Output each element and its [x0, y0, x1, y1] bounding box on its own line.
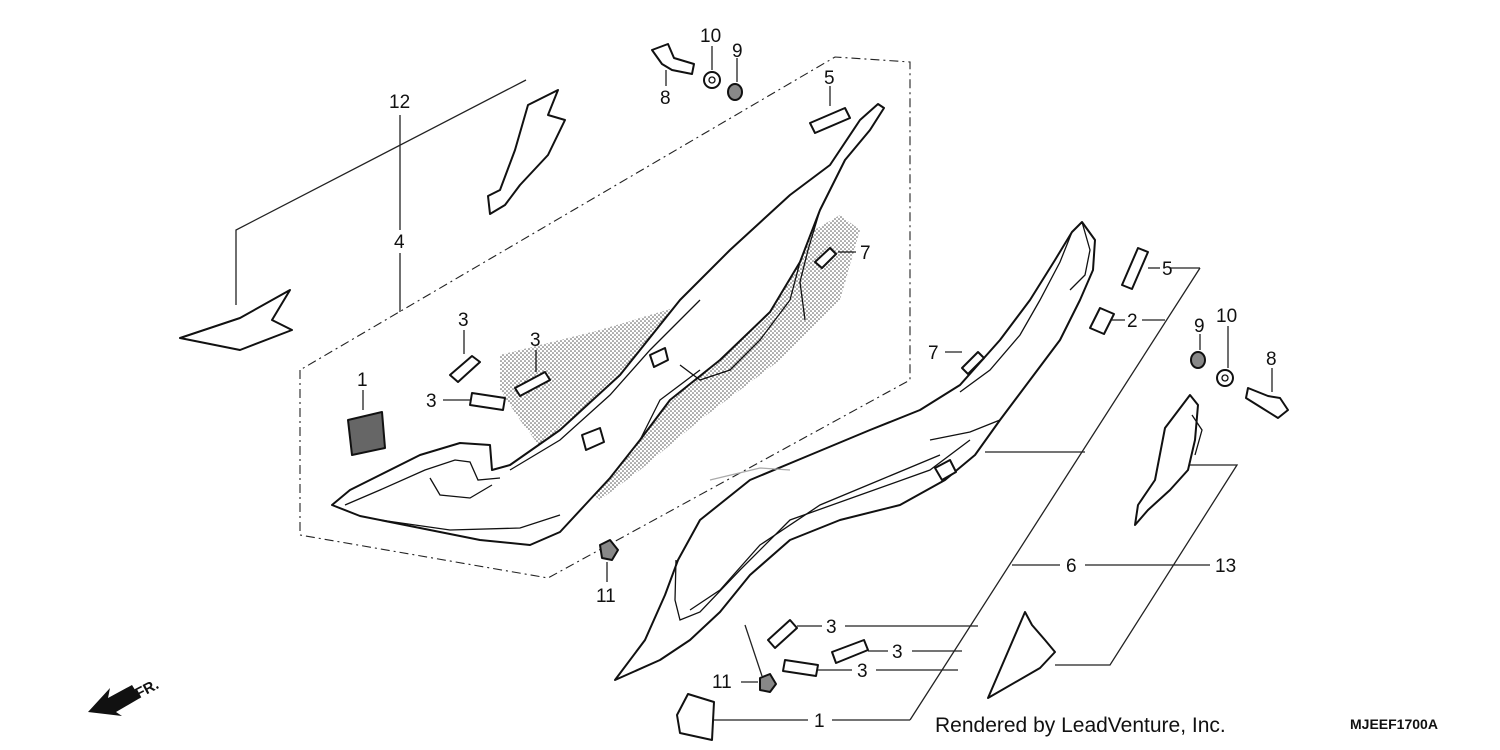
callout-3-a: 3	[458, 310, 469, 331]
callout-9-right: 9	[1194, 316, 1205, 337]
pad-3a	[449, 355, 481, 383]
bolt-8-right	[1245, 387, 1289, 419]
left-side-cover	[331, 103, 885, 546]
diagram-code: MJEEF1700A	[1350, 716, 1438, 732]
washer-10-right	[1216, 369, 1234, 387]
pad-3d	[767, 619, 798, 649]
callout-1-bottom: 1	[814, 711, 825, 732]
grille-emblem-left	[347, 411, 386, 456]
front-arrow: FR.	[88, 676, 162, 716]
right-assembly	[614, 221, 1289, 741]
cover-clip-a	[581, 427, 605, 451]
callout-7-left: 7	[860, 243, 871, 264]
callout-12: 12	[389, 92, 410, 113]
callout-3-b: 3	[530, 330, 541, 351]
callout-11-left: 11	[712, 672, 732, 693]
bolt-8-top	[651, 43, 695, 75]
emblem-1-bottom	[676, 693, 715, 741]
callout-3-e: 3	[892, 642, 903, 663]
left-assembly	[179, 43, 911, 582]
washer-10-top	[703, 71, 721, 89]
decal-13-lower	[987, 611, 1056, 699]
pad-2	[1089, 307, 1115, 335]
left-group-outline	[299, 56, 911, 579]
nut-11-left	[599, 539, 619, 561]
callout-9-top: 9	[732, 41, 743, 62]
callout-3-c: 3	[426, 391, 437, 412]
callout-5-right: 5	[1162, 259, 1173, 280]
clip-7-right	[961, 351, 985, 375]
nut-9-top	[727, 83, 743, 101]
callout-labels: 12 4 10 9 8 5 7 3 3 1 3 11 5 2 7 9 10 8 …	[357, 26, 1277, 732]
callout-4: 4	[394, 232, 405, 253]
lower-decal	[179, 289, 293, 351]
callout-3-f: 3	[857, 661, 868, 682]
credit-text: Rendered by LeadVenture, Inc.	[935, 714, 1226, 737]
nut-9-right	[1190, 351, 1206, 369]
decal-13-upper	[1134, 394, 1199, 526]
pad-3c	[469, 392, 506, 411]
cover-grommet	[934, 459, 957, 481]
cover-clip-b	[649, 347, 669, 368]
clip-7-left	[814, 247, 837, 269]
decal-bracket-line	[235, 79, 527, 305]
pad-5-top	[809, 107, 851, 134]
right-side-cover	[614, 221, 1096, 681]
group-13-line	[1055, 464, 1239, 666]
callout-7-right: 7	[928, 343, 939, 364]
callout-2: 2	[1127, 311, 1138, 332]
pad-5-right	[1121, 247, 1149, 290]
pad-3e	[831, 639, 869, 664]
callout-1-left: 1	[357, 370, 368, 391]
callout-8-right: 8	[1266, 349, 1277, 370]
callout-5-top: 5	[824, 68, 835, 89]
callout-10-right: 10	[1216, 306, 1237, 327]
callout-10-top: 10	[700, 26, 721, 47]
pad-3b	[514, 371, 551, 397]
callout-8-top: 8	[660, 88, 671, 109]
nut-11-right	[759, 673, 777, 693]
callout-11-bottom: 11	[596, 586, 616, 607]
group-6-line	[909, 267, 1201, 721]
callout-6: 6	[1066, 556, 1077, 577]
callout-13: 13	[1215, 556, 1236, 577]
upper-decal	[487, 89, 566, 215]
callout-3-d: 3	[826, 617, 837, 638]
pad-3f	[782, 659, 819, 677]
